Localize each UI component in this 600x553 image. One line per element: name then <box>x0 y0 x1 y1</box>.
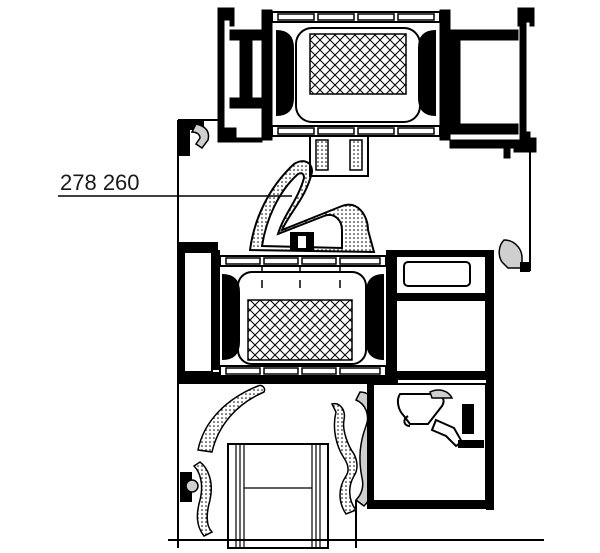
double-glazing-unit-icon <box>219 255 387 377</box>
callout-gasket-profile <box>248 160 376 254</box>
lower-left-gasket <box>180 384 266 537</box>
gasket-seal-icon <box>178 120 210 156</box>
crosshatch-insulation-icon <box>309 33 407 95</box>
top-frame-profile <box>217 7 537 159</box>
right-sash-chambers <box>395 255 487 373</box>
top-glazing-unit <box>271 11 441 137</box>
callout: 278 260 <box>58 170 292 197</box>
sash-left-panel <box>183 251 213 373</box>
top-connector <box>309 135 369 177</box>
lower-right-frame <box>367 383 487 509</box>
lower-glazing-stack <box>227 443 329 549</box>
bottom-frame-line <box>168 380 498 548</box>
right-gasket <box>498 239 530 272</box>
callout-label: 278 260 <box>60 170 140 195</box>
